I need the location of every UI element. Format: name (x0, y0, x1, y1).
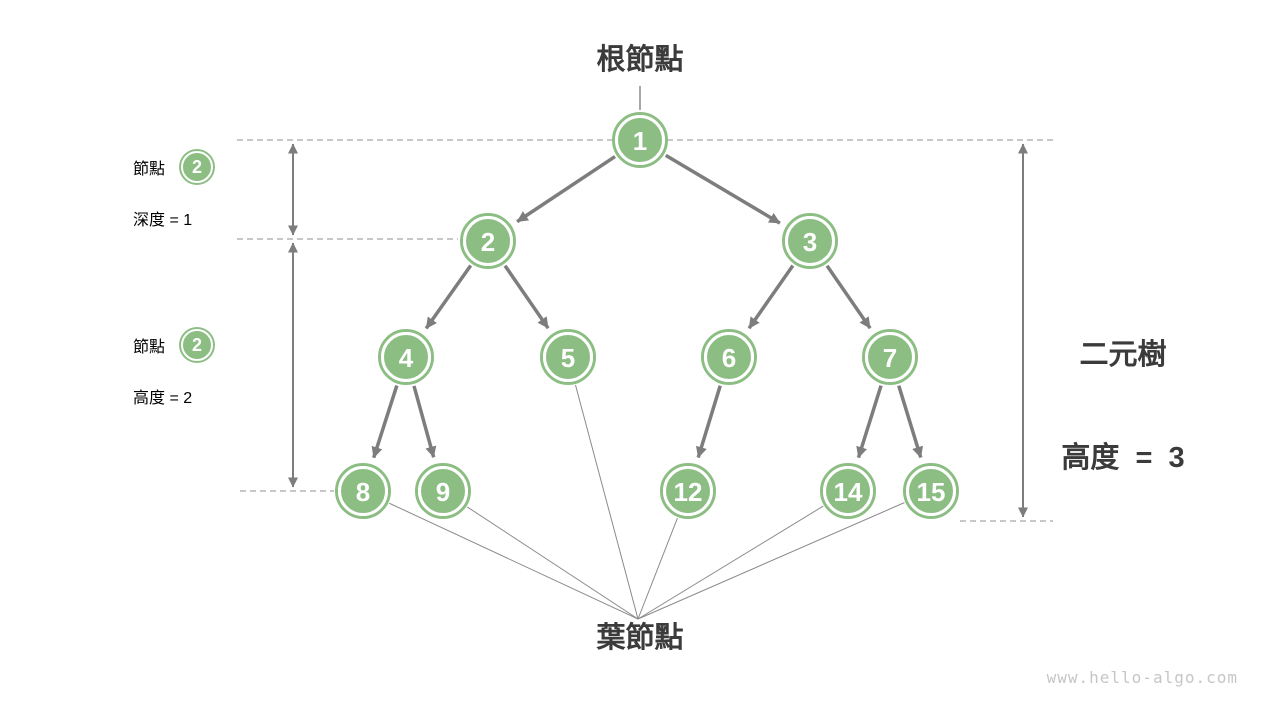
node-value: 15 (917, 477, 946, 507)
node-circle (615, 115, 665, 165)
depth-value-label: 深度 = 1 (133, 212, 193, 229)
edge-7-15 (897, 385, 924, 459)
watermark: www.hello-algo.com (1046, 668, 1238, 687)
node-outer-ring (540, 329, 596, 385)
node-circle (906, 466, 956, 516)
node-circle (663, 466, 713, 516)
node-circle (704, 332, 754, 382)
tree-node-5: 5 (540, 329, 596, 385)
tree-node-9: 9 (415, 463, 471, 519)
node-outer-ring (862, 329, 918, 385)
tree-node-3: 3 (782, 213, 838, 269)
edge-6-12 (695, 385, 722, 459)
edge-1-3 (664, 153, 781, 225)
tree-node-14: 14 (820, 463, 876, 519)
node-circle (823, 466, 873, 516)
node-circle (338, 466, 388, 516)
leaf-pointer-line-5 (575, 384, 639, 620)
edge-3-7 (825, 264, 872, 330)
node-value: 9 (436, 477, 450, 507)
leaf-pointer-line-15 (637, 502, 905, 620)
node-value: 3 (803, 227, 817, 257)
edge-2-5 (503, 264, 550, 330)
node-word-label: 節點 (133, 161, 166, 178)
tree-node-4: 4 (378, 329, 434, 385)
node-value: 6 (722, 343, 736, 373)
tree-node-8: 8 (335, 463, 391, 519)
edge-4-9 (412, 385, 437, 458)
node-circle (543, 332, 593, 382)
tree-node-12: 12 (660, 463, 716, 519)
node-outer-ring (612, 112, 668, 168)
node-outer-ring (660, 463, 716, 519)
edge-1-2 (516, 155, 616, 224)
node-value: 8 (356, 477, 370, 507)
tree-height-value-label: 高度 = 3 (1061, 442, 1185, 475)
node-2-badge-icon: 2 (181, 151, 214, 183)
node-value: 12 (674, 477, 703, 507)
tree-node-1: 1 (612, 112, 668, 168)
node-value: 14 (834, 477, 863, 507)
leaf-pointer-line-8 (389, 502, 639, 620)
node-outer-ring (701, 329, 757, 385)
node-value: 2 (481, 227, 495, 257)
node-circle (463, 216, 513, 266)
node-outer-ring (335, 463, 391, 519)
edge-2-4 (424, 264, 473, 330)
height-value-label: 高度 = 2 (133, 390, 193, 407)
node-value: 5 (561, 343, 575, 373)
tree-node-2: 2 (460, 213, 516, 269)
node-circle (785, 216, 835, 266)
tree-node-15: 15 (903, 463, 959, 519)
binary-tree-label: 二元樹 (1079, 338, 1167, 371)
node-outer-ring (415, 463, 471, 519)
node-value: 7 (883, 343, 897, 373)
node-outer-ring (903, 463, 959, 519)
leaf-node-label: 葉節點 (596, 622, 684, 654)
node-depth-annotation: 節點 2 深度 = 1 (133, 146, 214, 237)
edge-3-6 (747, 264, 795, 330)
node-circle (865, 332, 915, 382)
node-outer-ring (782, 213, 838, 269)
leaf-pointer-line-9 (466, 506, 639, 620)
node-2-badge-icon: 2 (181, 329, 214, 361)
node-circle (418, 466, 468, 516)
tree-node-7: 7 (862, 329, 918, 385)
node-value: 4 (399, 343, 414, 373)
leaf-pointer-line-12 (637, 517, 678, 620)
leaf-pointer-line-14 (637, 505, 824, 620)
tree-height-annotation: 二元樹 高度 = 3 (1048, 270, 1198, 544)
node-outer-ring (460, 213, 516, 269)
node-height-annotation: 節點 2 高度 = 2 (133, 324, 214, 415)
node-word-label: 節點 (133, 339, 166, 356)
tree-node-6: 6 (701, 329, 757, 385)
node-circle (381, 332, 431, 382)
node-outer-ring (378, 329, 434, 385)
root-node-label: 根節點 (596, 44, 684, 76)
edge-4-8 (371, 385, 399, 459)
node-value: 1 (633, 126, 647, 156)
edge-7-14 (856, 385, 883, 459)
node-outer-ring (820, 463, 876, 519)
